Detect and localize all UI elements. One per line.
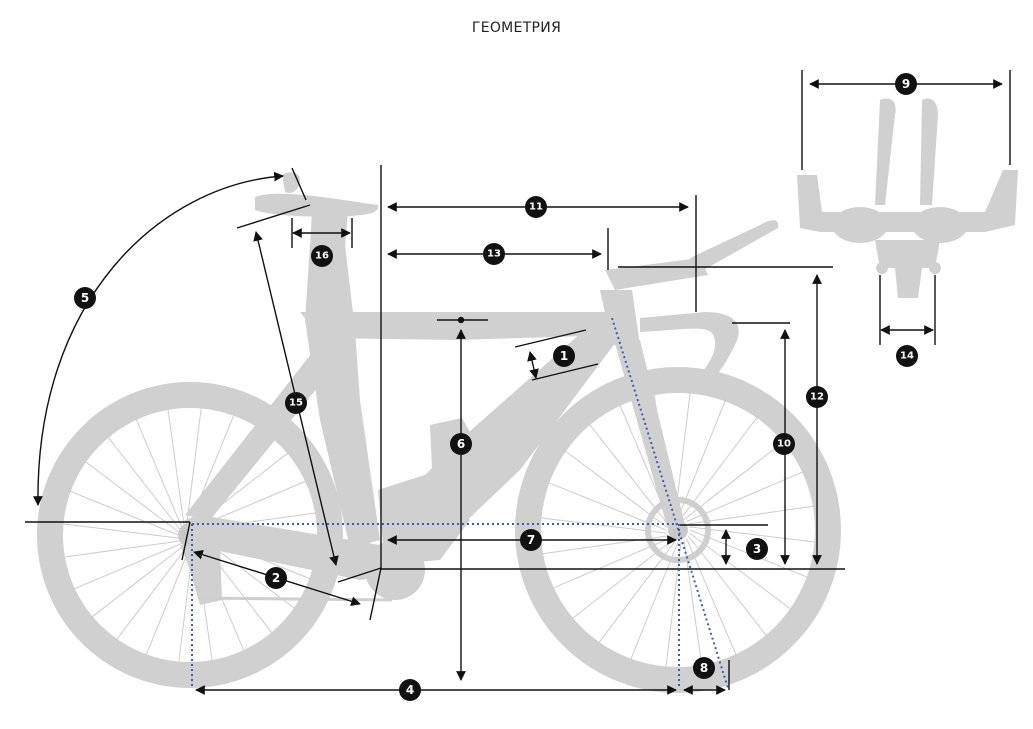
- bb-tick: [369, 567, 382, 621]
- steerer-front: [895, 268, 922, 298]
- head-tube: [600, 290, 640, 345]
- marker-2: 2: [265, 567, 287, 589]
- top-tube: [300, 312, 620, 340]
- marker-16: 16: [311, 245, 333, 267]
- marker-12: 12: [806, 386, 828, 408]
- marker-label: 15: [289, 398, 303, 409]
- head-angle-line-a: [514, 329, 587, 348]
- marker-6: 6: [450, 433, 472, 455]
- dimension-lines: [25, 70, 1011, 695]
- saddle-nose: [282, 172, 300, 193]
- spoke: [107, 436, 181, 530]
- right-armpad: [912, 207, 968, 243]
- right-extension: [920, 98, 938, 205]
- cockpit-front-view: [797, 98, 1018, 298]
- spoke: [145, 546, 191, 656]
- marker-label: 12: [810, 392, 824, 403]
- spoke: [91, 544, 185, 618]
- marker-label: 6: [457, 437, 465, 451]
- marker-label: 8: [700, 661, 708, 675]
- marker-15: 15: [285, 392, 307, 414]
- aero-extension: [690, 220, 779, 272]
- marker-11: 11: [525, 196, 547, 218]
- marker-label: 14: [900, 351, 914, 362]
- marker-1: 1: [553, 345, 575, 367]
- dim-arrow-1: [527, 351, 539, 379]
- fork: [614, 340, 685, 530]
- left-armpad: [832, 207, 888, 243]
- marker-5: 5: [74, 287, 96, 309]
- marker-label: 2: [272, 571, 280, 585]
- construction-lines: [191, 317, 729, 689]
- marker-10: 10: [773, 433, 795, 455]
- top-tube-ref-dot: [457, 316, 465, 324]
- chain: [199, 596, 393, 602]
- stem: [605, 258, 708, 290]
- marker-badges: 1 2 3 4 5 6 7 8 9 10 11 12 13 14 15 16: [74, 73, 918, 701]
- base-bar: [640, 312, 739, 385]
- saddle-nose-ref: [291, 167, 307, 201]
- page-title: ГЕОМЕТРИЯ: [471, 20, 562, 36]
- rear-axle-tick: [181, 521, 191, 561]
- marker-13: 13: [483, 243, 505, 265]
- marker-label: 3: [753, 542, 761, 556]
- head-angle-line-b: [531, 363, 599, 381]
- marker-label: 10: [777, 439, 791, 450]
- marker-label: 11: [529, 202, 543, 213]
- dim-arc-5: [32, 171, 284, 506]
- right-stem-bolt: [929, 262, 941, 274]
- stem-front: [875, 240, 940, 268]
- marker-label: 5: [81, 291, 89, 305]
- marker-14: 14: [896, 345, 918, 367]
- spoke: [116, 546, 188, 641]
- marker-label: 1: [560, 349, 568, 363]
- spoke: [167, 408, 185, 525]
- base-bar-front: [797, 170, 1018, 232]
- marker-label: 4: [406, 683, 414, 697]
- bike-silhouette: [37, 172, 841, 693]
- marker-8: 8: [693, 657, 715, 679]
- spoke: [135, 418, 182, 527]
- marker-7: 7: [520, 529, 542, 551]
- spoke: [62, 523, 179, 539]
- marker-9: 9: [895, 73, 917, 95]
- marker-label: 7: [527, 533, 535, 547]
- spoke: [63, 540, 180, 558]
- chainring: [365, 540, 425, 600]
- marker-label: 16: [315, 251, 329, 262]
- marker-3: 3: [746, 538, 768, 560]
- saddle: [255, 193, 379, 217]
- spoke: [73, 543, 182, 590]
- marker-4: 4: [399, 679, 421, 701]
- left-stem-bolt: [876, 262, 888, 274]
- spoke: [69, 490, 179, 536]
- marker-label: 9: [902, 77, 910, 91]
- marker-label: 13: [487, 249, 501, 260]
- left-extension: [875, 98, 896, 205]
